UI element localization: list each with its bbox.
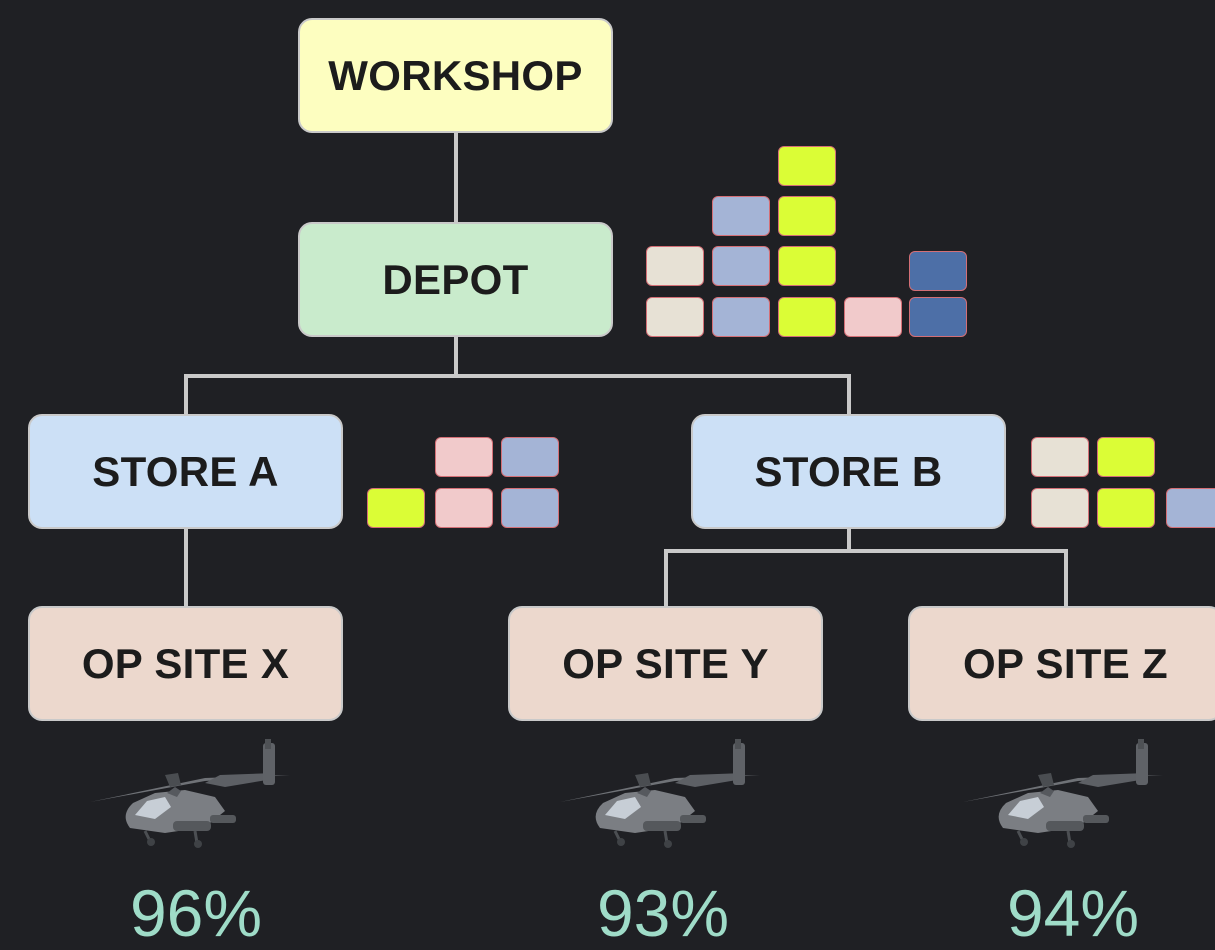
op-site-x-node: OP SITE X <box>28 606 343 721</box>
stock-block <box>501 488 559 528</box>
stock-block <box>501 437 559 477</box>
helicopter-icon <box>560 739 760 848</box>
store-a-label: STORE A <box>92 447 279 495</box>
op-site-y-label: OP SITE Y <box>562 639 769 687</box>
stock-block <box>1166 488 1215 528</box>
store-b-label: STORE B <box>754 447 943 495</box>
op-site-x-label: OP SITE X <box>81 639 290 687</box>
connector-storeb-sites <box>664 549 1068 606</box>
stock-block <box>712 246 770 286</box>
stock-block <box>1031 437 1089 477</box>
stock-block <box>778 196 836 236</box>
depot-label: DEPOT <box>382 255 529 303</box>
op-site-z-availability: 94% <box>1006 876 1140 950</box>
stock-block <box>712 196 770 236</box>
stock-block <box>1097 488 1155 528</box>
helicopter-icon <box>963 739 1163 848</box>
stock-block <box>712 297 770 337</box>
stock-block <box>909 251 967 291</box>
helicopter-icon <box>90 739 290 848</box>
stock-block <box>435 437 493 477</box>
connector-depot-stores <box>184 374 851 414</box>
stock-block <box>1031 488 1089 528</box>
stock-block <box>435 488 493 528</box>
stock-block <box>778 246 836 286</box>
store-b-node: STORE B <box>691 414 1006 529</box>
stock-block <box>1097 437 1155 477</box>
op-site-y-availability: 93% <box>596 876 730 950</box>
stock-block <box>367 488 425 528</box>
stock-block <box>778 146 836 186</box>
stock-block <box>909 297 967 337</box>
workshop-label: WORKSHOP <box>328 51 583 99</box>
workshop-node: WORKSHOP <box>298 18 613 133</box>
op-site-z-label: OP SITE Z <box>963 639 1168 687</box>
op-site-z-node: OP SITE Z <box>908 606 1215 721</box>
stock-block <box>778 297 836 337</box>
depot-node: DEPOT <box>298 222 613 337</box>
stock-block <box>646 297 704 337</box>
stock-block <box>844 297 902 337</box>
stock-block <box>646 246 704 286</box>
op-site-y-node: OP SITE Y <box>508 606 823 721</box>
op-site-x-availability: 96% <box>129 876 263 950</box>
store-a-node: STORE A <box>28 414 343 529</box>
